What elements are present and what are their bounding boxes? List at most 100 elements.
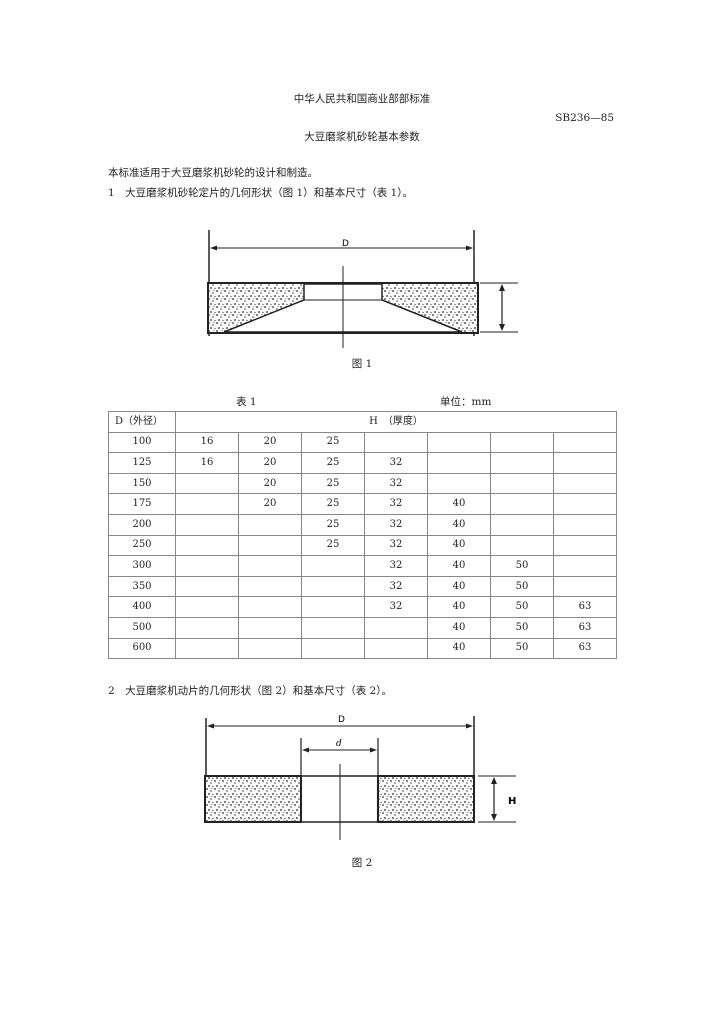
header-organization: 中华人民共和国商业部部标准 [293, 93, 431, 105]
figure-1-diagram: D [207, 230, 518, 348]
table-cell-thickness [238, 513, 302, 536]
table-cell-thickness: 40 [427, 575, 491, 598]
table-cell-thickness [364, 616, 428, 639]
table-cell-thickness [175, 513, 239, 536]
table-cell-thickness [364, 431, 428, 454]
document-title: 大豆磨浆机砂轮基本参数 [304, 131, 420, 143]
table-cell-thickness [238, 616, 302, 639]
table-cell-thickness: 20 [238, 452, 302, 474]
section-1-text: 1 大豆磨浆机砂轮定片的几何形状（图 1）和基本尺寸（表 1）。 [108, 187, 413, 199]
table-cell-thickness: 16 [175, 431, 239, 454]
table-cell-diameter: 600 [108, 637, 176, 660]
table-cell-thickness [238, 555, 302, 577]
table-cell-thickness [490, 513, 554, 536]
table-cell-thickness: 20 [238, 472, 302, 495]
table-cell-thickness: 32 [364, 534, 428, 557]
table-cell-thickness: 20 [238, 431, 302, 454]
table-cell-thickness [175, 637, 239, 660]
table-cell-thickness [301, 637, 365, 660]
table-cell-diameter: 100 [108, 431, 176, 454]
table-cell-thickness [175, 616, 239, 639]
table-cell-thickness [427, 472, 491, 495]
table-cell-thickness [490, 493, 554, 515]
table-cell-thickness: 25 [301, 534, 365, 557]
table-cell-thickness [175, 575, 239, 598]
table-cell-thickness: 50 [490, 637, 554, 660]
table-cell-thickness: 25 [301, 493, 365, 515]
table-cell-thickness: 25 [301, 452, 365, 474]
table-cell-diameter: 175 [108, 493, 176, 515]
table-cell-thickness [552, 555, 618, 577]
table-cell-thickness: 63 [552, 616, 618, 639]
table-cell-thickness [552, 534, 618, 557]
table-cell-thickness [427, 452, 491, 474]
table-cell-thickness [238, 575, 302, 598]
table-1-header-d: D（外径） [108, 411, 176, 433]
section-2-text: 2 大豆磨浆机动片的几何形状（图 2）和基本尺寸（表 2）。 [108, 685, 392, 697]
table-cell-thickness: 63 [552, 637, 618, 660]
table-cell-thickness: 32 [364, 555, 428, 577]
table-cell-thickness: 40 [427, 616, 491, 639]
table-cell-thickness [175, 472, 239, 495]
table-cell-diameter: 125 [108, 452, 176, 474]
figure-2-d-outer-label: D [338, 715, 345, 725]
table-cell-thickness [301, 596, 365, 618]
table-cell-thickness: 16 [175, 452, 239, 474]
table-cell-diameter: 250 [108, 534, 176, 557]
table-1-label: 表 1 [236, 396, 257, 408]
table-cell-thickness: 40 [427, 555, 491, 577]
table-cell-thickness [552, 493, 618, 515]
table-cell-diameter: 200 [108, 513, 176, 536]
table-cell-thickness [427, 431, 491, 454]
table-cell-thickness [552, 472, 618, 495]
table-cell-thickness: 32 [364, 513, 428, 536]
figure-2-h-label: H [508, 796, 516, 807]
table-cell-thickness: 20 [238, 493, 302, 515]
table-cell-thickness [301, 616, 365, 639]
table-cell-thickness: 32 [364, 452, 428, 474]
table-cell-thickness [175, 596, 239, 618]
table-cell-diameter: 300 [108, 555, 176, 577]
table-cell-diameter: 400 [108, 596, 176, 618]
table-1-unit: 单位：mm [440, 396, 492, 408]
table-cell-thickness [301, 575, 365, 598]
table-cell-thickness: 40 [427, 493, 491, 515]
figure-2-d-inner-label: d [336, 739, 342, 749]
intro-paragraph: 本标准适用于大豆磨浆机砂轮的设计和制造。 [108, 167, 318, 179]
table-cell-thickness [552, 452, 618, 474]
table-cell-thickness: 50 [490, 616, 554, 639]
table-cell-thickness: 50 [490, 575, 554, 598]
table-cell-thickness: 32 [364, 596, 428, 618]
table-cell-thickness: 32 [364, 472, 428, 495]
table-cell-diameter: 150 [108, 472, 176, 495]
table-cell-thickness: 63 [552, 596, 618, 618]
table-1-header-row: D（外径） H （厚度） [108, 411, 618, 433]
table-cell-thickness [490, 534, 554, 557]
table-cell-thickness [552, 575, 618, 598]
table-cell-thickness: 50 [490, 555, 554, 577]
table-cell-diameter: 500 [108, 616, 176, 639]
table-cell-thickness [238, 534, 302, 557]
table-cell-thickness [175, 493, 239, 515]
figure-2-diagram: D d H [204, 715, 516, 840]
figure-1-d-label: D [342, 239, 349, 249]
table-cell-thickness: 32 [364, 493, 428, 515]
document-code: SB236—85 [555, 112, 614, 124]
table-cell-thickness: 25 [301, 472, 365, 495]
figure-1-caption: 图 1 [351, 358, 373, 370]
table-cell-thickness [364, 637, 428, 660]
table-cell-thickness: 40 [427, 534, 491, 557]
table-cell-thickness: 40 [427, 596, 491, 618]
